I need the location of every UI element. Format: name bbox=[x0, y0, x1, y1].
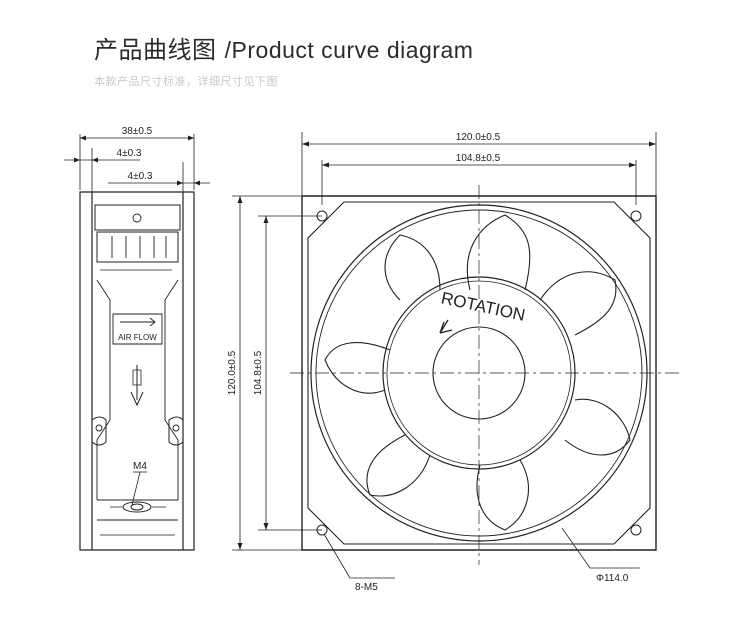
flange-2-label: 4±0.3 bbox=[128, 171, 153, 182]
rotation-label: ROTATION bbox=[439, 288, 526, 324]
center-lines bbox=[290, 185, 680, 565]
rotation-indicator: ROTATION bbox=[439, 288, 527, 334]
dimension-flange-1: 4±0.3 bbox=[64, 148, 142, 163]
screw-label: M4 bbox=[133, 461, 147, 472]
page-title: 产品曲线图 /Product curve diagram bbox=[94, 30, 714, 65]
hole-width-label: 104.8±0.5 bbox=[456, 153, 501, 164]
mounting-holes bbox=[316, 210, 642, 536]
side-housing bbox=[79, 191, 195, 551]
diameter-label: Φ114.0 bbox=[596, 573, 629, 584]
dimension-flange-2: 4±0.3 bbox=[108, 171, 210, 186]
screw-callout: M4 bbox=[110, 461, 166, 513]
dimension-outer-height: 120.0±0.5 bbox=[227, 196, 243, 550]
flange-1-label: 4±0.3 bbox=[117, 148, 142, 159]
airflow-label: AIR FLOW bbox=[118, 333, 157, 342]
side-view: 38±0.5 4±0.3 4±0.3 bbox=[64, 126, 210, 551]
holes-callout: 8-M5 bbox=[323, 533, 395, 593]
dimension-hole-height: 104.8±0.5 bbox=[253, 216, 269, 530]
header: 产品曲线图 /Product curve diagram 本款产品尺寸标准，详细… bbox=[94, 30, 714, 89]
holes-label: 8-M5 bbox=[355, 582, 378, 593]
dimension-outer-width: 120.0±0.5 bbox=[302, 132, 656, 147]
airflow-indicator: AIR FLOW bbox=[112, 313, 163, 407]
fan-blades bbox=[324, 214, 631, 531]
dimension-depth: 38±0.5 bbox=[80, 126, 194, 141]
front-view: 120.0±0.5 104.8±0.5 120.0±0.5 104.8±0.5 bbox=[227, 132, 680, 593]
hole-height-label: 104.8±0.5 bbox=[253, 350, 264, 395]
diameter-callout: Φ114.0 bbox=[561, 527, 640, 584]
page-subtitle: 本款产品尺寸标准，详细尺寸见下图 bbox=[94, 75, 278, 88]
title-english: /Product curve diagram bbox=[224, 37, 474, 63]
depth-label: 38±0.5 bbox=[122, 126, 153, 137]
outer-width-label: 120.0±0.5 bbox=[456, 132, 501, 143]
dimension-hole-width: 104.8±0.5 bbox=[322, 153, 636, 168]
outer-height-label: 120.0±0.5 bbox=[227, 350, 238, 395]
title-chinese: 产品曲线图 bbox=[94, 36, 217, 64]
